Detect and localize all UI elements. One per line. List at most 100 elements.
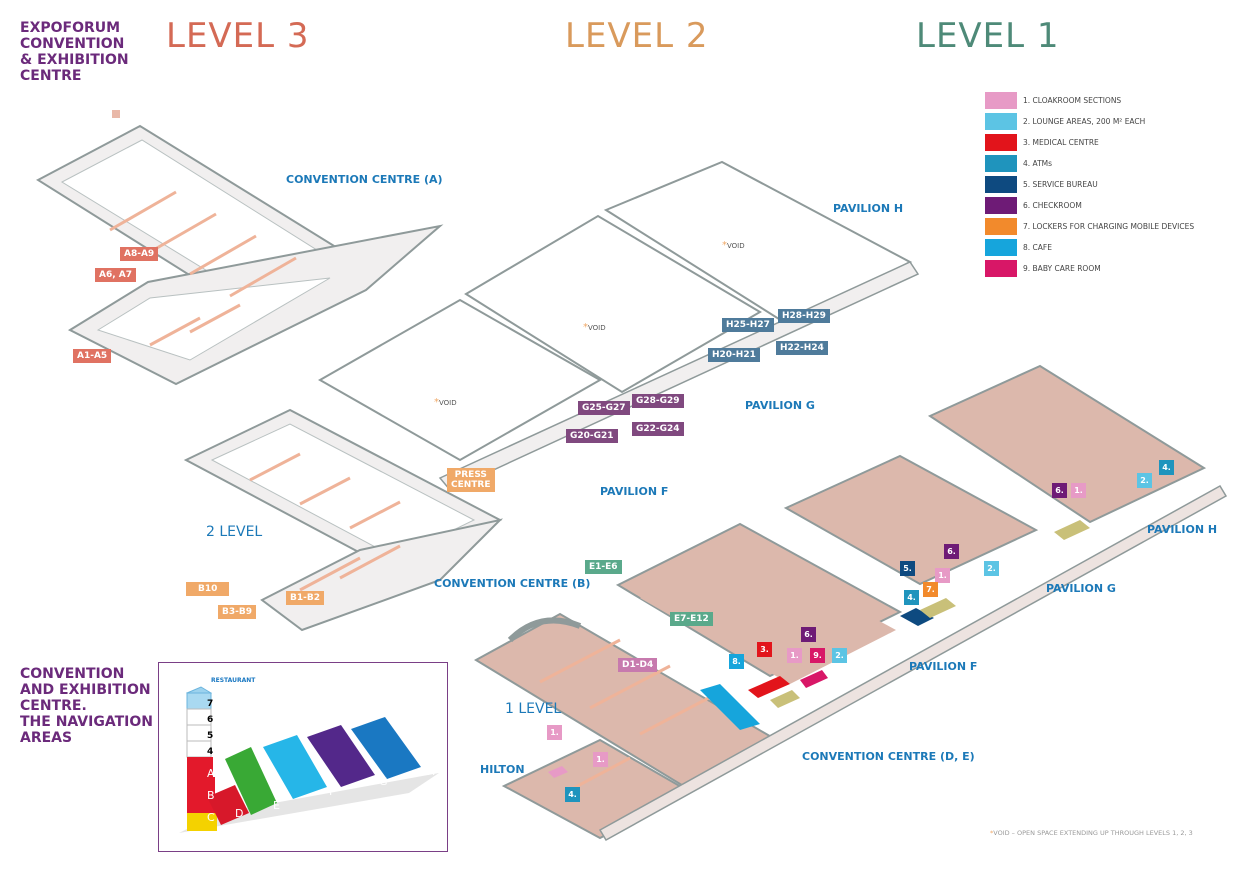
marker-lounge: 2.: [984, 561, 999, 576]
restaurant-label: RESTAURANT: [211, 677, 256, 684]
marker-cloakroom: 1.: [593, 752, 608, 767]
floor-6-label: 6: [207, 715, 214, 725]
legend-label: 1. CLOAKROOM SECTIONS: [1023, 96, 1122, 105]
venue-title-line: EXPOFORUM: [20, 20, 121, 36]
legend-label: 2. LOUNGE AREAS, 200 M² EACH: [1023, 117, 1146, 126]
hall-tag-h28-h29: H28-H29: [778, 309, 830, 323]
zone-e-label: E: [273, 799, 280, 812]
navigation-areas-title: CONVENTION AND EXHIBITION CENTRE. THE NA…: [20, 666, 160, 746]
hall-tag-b3-b9: B3-B9: [218, 605, 256, 619]
hall-tag-e7-e12: E7-E12: [670, 612, 713, 626]
venue-title-line: & EXHIBITION: [20, 52, 129, 68]
legend: 1. CLOAKROOM SECTIONS 2. LOUNGE AREAS, 2…: [985, 90, 1194, 279]
marker-checkroom: 6.: [1052, 483, 1067, 498]
floor-4-label: 4: [207, 747, 214, 757]
navigation-areas-diagram: [179, 686, 439, 833]
legend-item: 9. BABY CARE ROOM: [985, 258, 1194, 279]
legend-swatch: [985, 176, 1017, 193]
label-pavilion-f-level2: PAVILION F: [600, 485, 669, 498]
hall-tag-e1-e6: E1-E6: [585, 560, 622, 574]
legend-label: 9. BABY CARE ROOM: [1023, 264, 1101, 273]
hall-tag-h25-h27: H25-H27: [722, 318, 774, 332]
hall-tag-a8-a9: A8-A9: [120, 247, 159, 261]
hall-tag-g25-g27: G25-G27: [578, 401, 630, 415]
label-pavilion-g-level1: PAVILION G: [1046, 582, 1116, 595]
hall-tag-h20-h21: H20-H21: [708, 348, 760, 362]
hall-tag-h22-h24: H22-H24: [776, 341, 828, 355]
marker-cloakroom: 1.: [935, 568, 950, 583]
nav-title-line: CENTRE.: [20, 698, 87, 714]
level-3-heading: LEVEL 3: [166, 16, 310, 56]
label-pavilion-g-level2: PAVILION G: [745, 399, 815, 412]
level-3-building: [36, 110, 444, 386]
legend-swatch: [985, 197, 1017, 214]
marker-lounge: 2.: [832, 648, 847, 663]
legend-label: 7. LOCKERS FOR CHARGING MOBILE DEVICES: [1023, 222, 1195, 231]
legend-label: 3. MEDICAL CENTRE: [1023, 138, 1099, 147]
floor-7-label: 7: [207, 699, 214, 709]
legend-swatch: [985, 260, 1017, 277]
zone-d-label: D: [235, 807, 244, 820]
legend-item: 4. ATMs: [985, 153, 1194, 174]
legend-swatch: [985, 134, 1017, 151]
void-marker: *VOID: [722, 240, 745, 251]
legend-swatch: [985, 113, 1017, 130]
legend-item: 2. LOUNGE AREAS, 200 M² EACH: [985, 111, 1194, 132]
label-convention-centre-de: CONVENTION CENTRE (D, E): [802, 750, 975, 763]
marker-medical: 3.: [757, 642, 772, 657]
void-marker: *VOID: [434, 397, 457, 408]
marker-cloakroom: 1.: [547, 725, 562, 740]
level-2-heading: LEVEL 2: [565, 16, 709, 56]
hall-tag-g22-g24: G22-G24: [632, 422, 684, 436]
marker-cloakroom: 1.: [787, 648, 802, 663]
legend-item: 3. MEDICAL CENTRE: [985, 132, 1194, 153]
zone-f-label: F: [329, 785, 336, 798]
legend-swatch: [985, 218, 1017, 235]
hall-tag-b10: B10: [186, 582, 230, 596]
hall-tag-d1-d4: D1-D4: [618, 658, 658, 672]
marker-cloakroom: 1.: [1071, 483, 1086, 498]
void-marker: *VOID: [583, 322, 606, 333]
zone-c-label: C: [207, 811, 215, 824]
floor-5-label: 5: [207, 731, 214, 741]
legend-item: 7. LOCKERS FOR CHARGING MOBILE DEVICES: [985, 216, 1194, 237]
zone-h-label: H: [427, 765, 436, 778]
zone-a-label: A: [207, 767, 215, 780]
marker-atm: 4.: [904, 590, 919, 605]
level-1-building: [474, 364, 1228, 842]
legend-swatch: [985, 155, 1017, 172]
legend-item: 8. CAFE: [985, 237, 1194, 258]
label-pavilion-h-level2: PAVILION H: [833, 202, 904, 215]
legend-item: 6. CHECKROOM: [985, 195, 1194, 216]
zone-g-label: G: [379, 775, 388, 788]
hall-tag-a1-a5: A1-A5: [73, 349, 112, 363]
navigation-areas-inset: RESTAURANT 7 6 5 4 A B C D E F G H: [158, 662, 448, 852]
nav-title-line: AREAS: [20, 730, 73, 746]
label-pavilion-h-level1: PAVILION H: [1147, 523, 1218, 536]
legend-item: 5. SERVICE BUREAU: [985, 174, 1194, 195]
legend-swatch: [985, 92, 1017, 109]
marker-atm: 4.: [565, 787, 580, 802]
legend-label: 6. CHECKROOM: [1023, 201, 1082, 210]
legend-label: 4. ATMs: [1023, 159, 1053, 168]
label-1-level: 1 LEVEL: [505, 701, 562, 717]
marker-lockers: 7.: [923, 582, 938, 597]
marker-service-bureau: 5.: [900, 561, 915, 576]
legend-label: 8. CAFE: [1023, 243, 1052, 252]
marker-cafe: 8.: [729, 654, 744, 669]
venue-title-line: CENTRE: [20, 68, 82, 84]
nav-title-line: CONVENTION: [20, 666, 125, 682]
label-2-level: 2 LEVEL: [206, 524, 263, 540]
void-footnote: *VOID – OPEN SPACE EXTENDING UP THROUGH …: [990, 829, 1193, 837]
nav-title-line: AND EXHIBITION: [20, 682, 151, 698]
marker-baby-care: 9.: [810, 648, 825, 663]
legend-label: 5. SERVICE BUREAU: [1023, 180, 1098, 189]
label-hilton: HILTON: [480, 763, 525, 776]
zone-b-label: B: [207, 789, 215, 802]
level-1-heading: LEVEL 1: [916, 16, 1060, 56]
legend-item: 1. CLOAKROOM SECTIONS: [985, 90, 1194, 111]
marker-checkroom: 6.: [944, 544, 959, 559]
venue-title: EXPOFORUM CONVENTION & EXHIBITION CENTRE: [20, 20, 160, 84]
